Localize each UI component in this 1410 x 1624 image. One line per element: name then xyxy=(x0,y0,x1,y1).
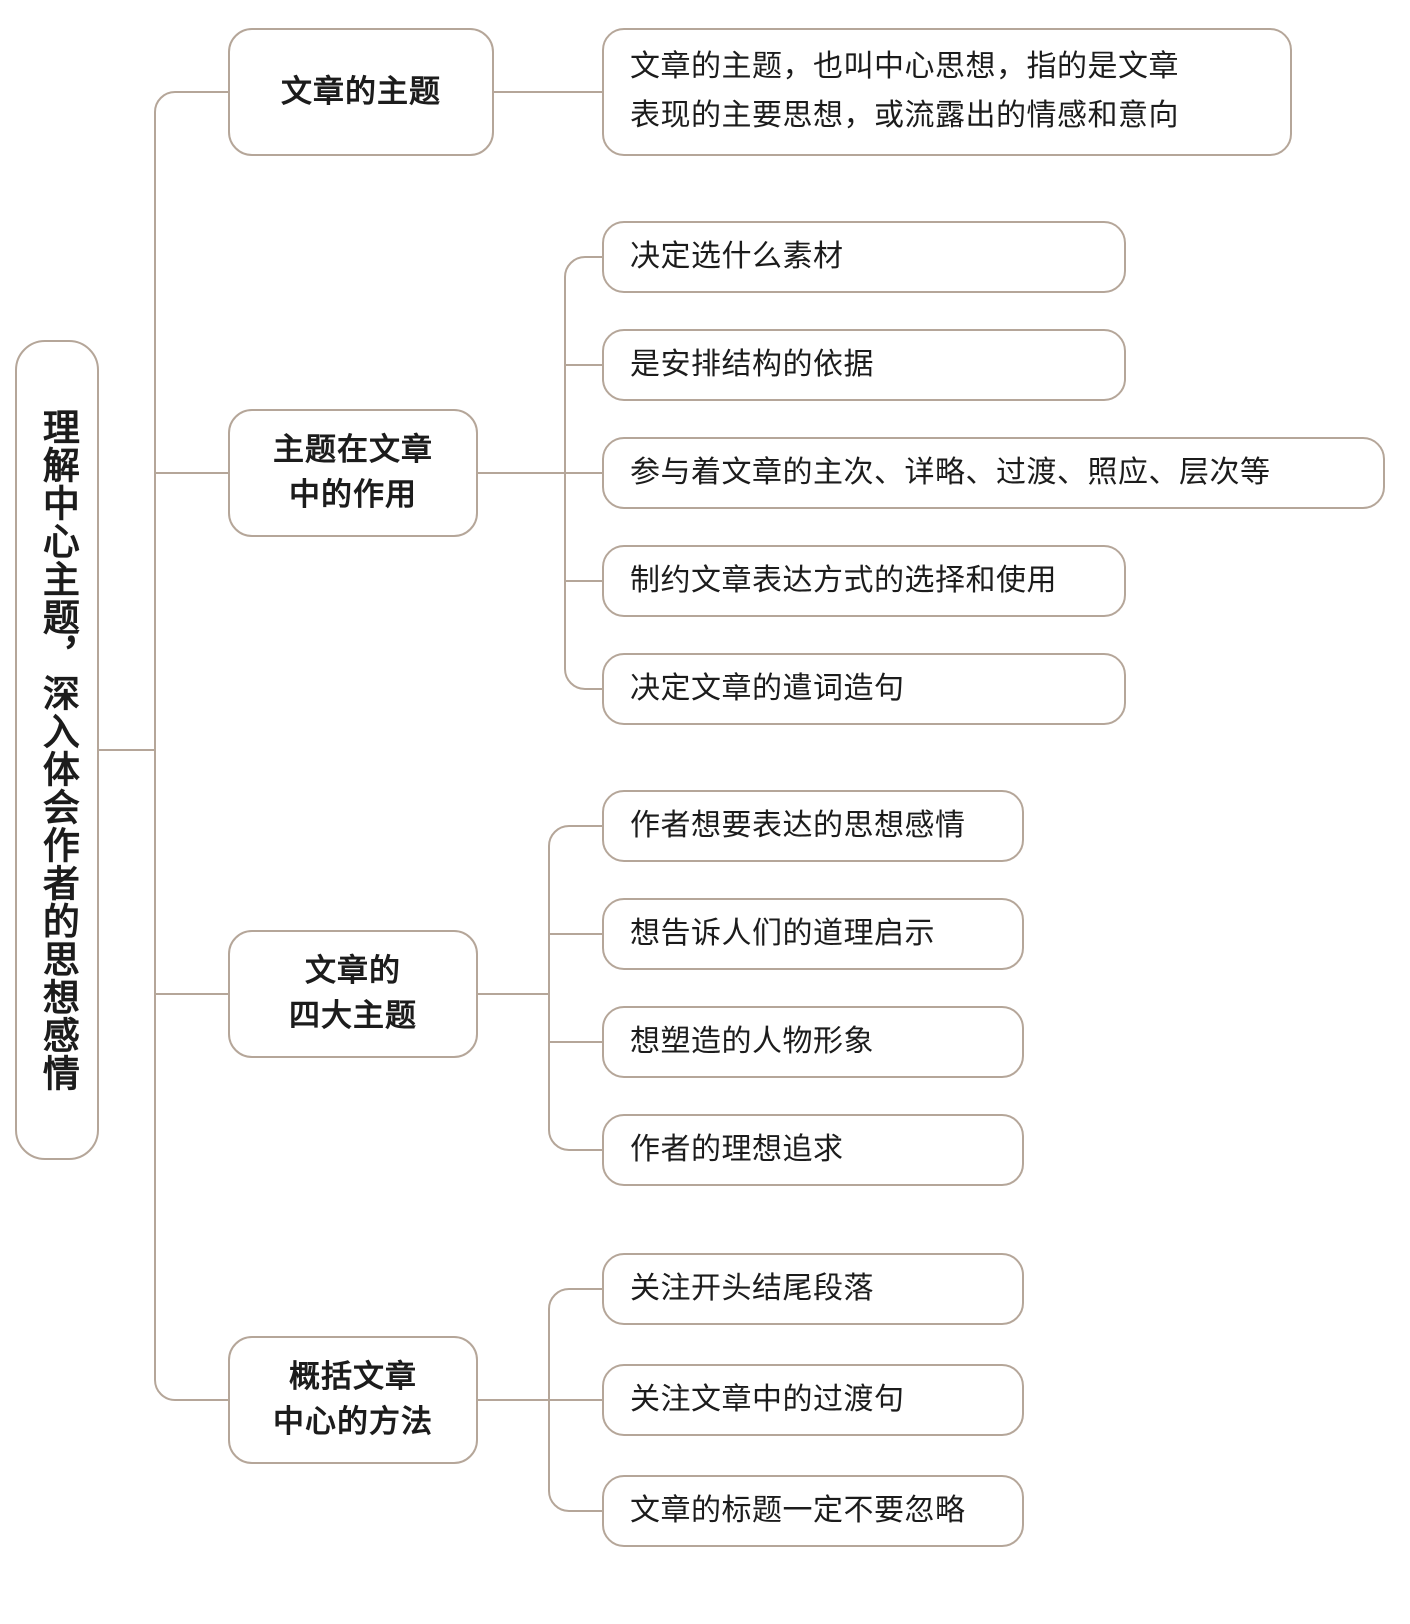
leaf-node-3-4[interactable]: 作者的理想追求 xyxy=(602,1114,1024,1186)
branch-node-4-label: 概括文章 中心的方法 xyxy=(273,1359,433,1439)
leaf-node-3-3[interactable]: 想塑造的人物形象 xyxy=(602,1006,1024,1078)
branch-node-1[interactable]: 文章的主题 xyxy=(228,28,494,156)
leaf-node-3-3-label: 想塑造的人物形象 xyxy=(630,1025,874,1059)
branch-node-2-label: 主题在文章 中的作用 xyxy=(273,432,433,512)
leaf-node-2-2[interactable]: 是安排结构的依据 xyxy=(602,329,1126,401)
leaf-node-3-1[interactable]: 作者想要表达的思想感情 xyxy=(602,790,1024,862)
leaf-node-4-2[interactable]: 关注文章中的过渡句 xyxy=(602,1364,1024,1436)
leaf-node-4-2-label: 关注文章中的过渡句 xyxy=(630,1383,905,1417)
leaf-node-2-1-label: 决定选什么素材 xyxy=(630,240,844,274)
branch-node-2[interactable]: 主题在文章 中的作用 xyxy=(228,409,478,537)
branch-node-4[interactable]: 概括文章 中心的方法 xyxy=(228,1336,478,1464)
leaf-node-3-2[interactable]: 想告诉人们的道理启示 xyxy=(602,898,1024,970)
root-node[interactable]: 理解中心主题，深入体会作者的思想感情 xyxy=(15,340,99,1160)
root-node-label: 理解中心主题，深入体会作者的思想感情 xyxy=(37,408,79,1092)
leaf-node-2-4[interactable]: 制约文章表达方式的选择和使用 xyxy=(602,545,1126,617)
leaf-node-2-2-label: 是安排结构的依据 xyxy=(630,348,874,382)
leaf-node-3-1-label: 作者想要表达的思想感情 xyxy=(630,809,966,843)
leaf-node-2-5-label: 决定文章的遣词造句 xyxy=(630,672,905,706)
leaf-node-3-2-label: 想告诉人们的道理启示 xyxy=(630,917,935,951)
branch-node-3-label: 文章的 四大主题 xyxy=(289,953,417,1033)
leaf-node-2-3-label: 参与着文章的主次、详略、过渡、照应、层次等 xyxy=(630,456,1271,490)
branch-node-1-label: 文章的主题 xyxy=(281,73,441,109)
leaf-node-2-3[interactable]: 参与着文章的主次、详略、过渡、照应、层次等 xyxy=(602,437,1385,509)
leaf-node-2-1[interactable]: 决定选什么素材 xyxy=(602,221,1126,293)
leaf-node-3-4-label: 作者的理想追求 xyxy=(630,1133,844,1167)
leaf-node-1-1[interactable]: 文章的主题，也叫中心思想，指的是文章 表现的主要思想，或流露出的情感和意向 xyxy=(602,28,1292,156)
leaf-node-2-5[interactable]: 决定文章的遣词造句 xyxy=(602,653,1126,725)
leaf-node-4-3[interactable]: 文章的标题一定不要忽略 xyxy=(602,1475,1024,1547)
leaf-node-1-1-label: 文章的主题，也叫中心思想，指的是文章 表现的主要思想，或流露出的情感和意向 xyxy=(630,50,1179,132)
leaf-node-4-1[interactable]: 关注开头结尾段落 xyxy=(602,1253,1024,1325)
leaf-node-4-1-label: 关注开头结尾段落 xyxy=(630,1272,874,1306)
leaf-node-2-4-label: 制约文章表达方式的选择和使用 xyxy=(630,564,1057,598)
leaf-node-4-3-label: 文章的标题一定不要忽略 xyxy=(630,1494,966,1528)
branch-node-3[interactable]: 文章的 四大主题 xyxy=(228,930,478,1058)
